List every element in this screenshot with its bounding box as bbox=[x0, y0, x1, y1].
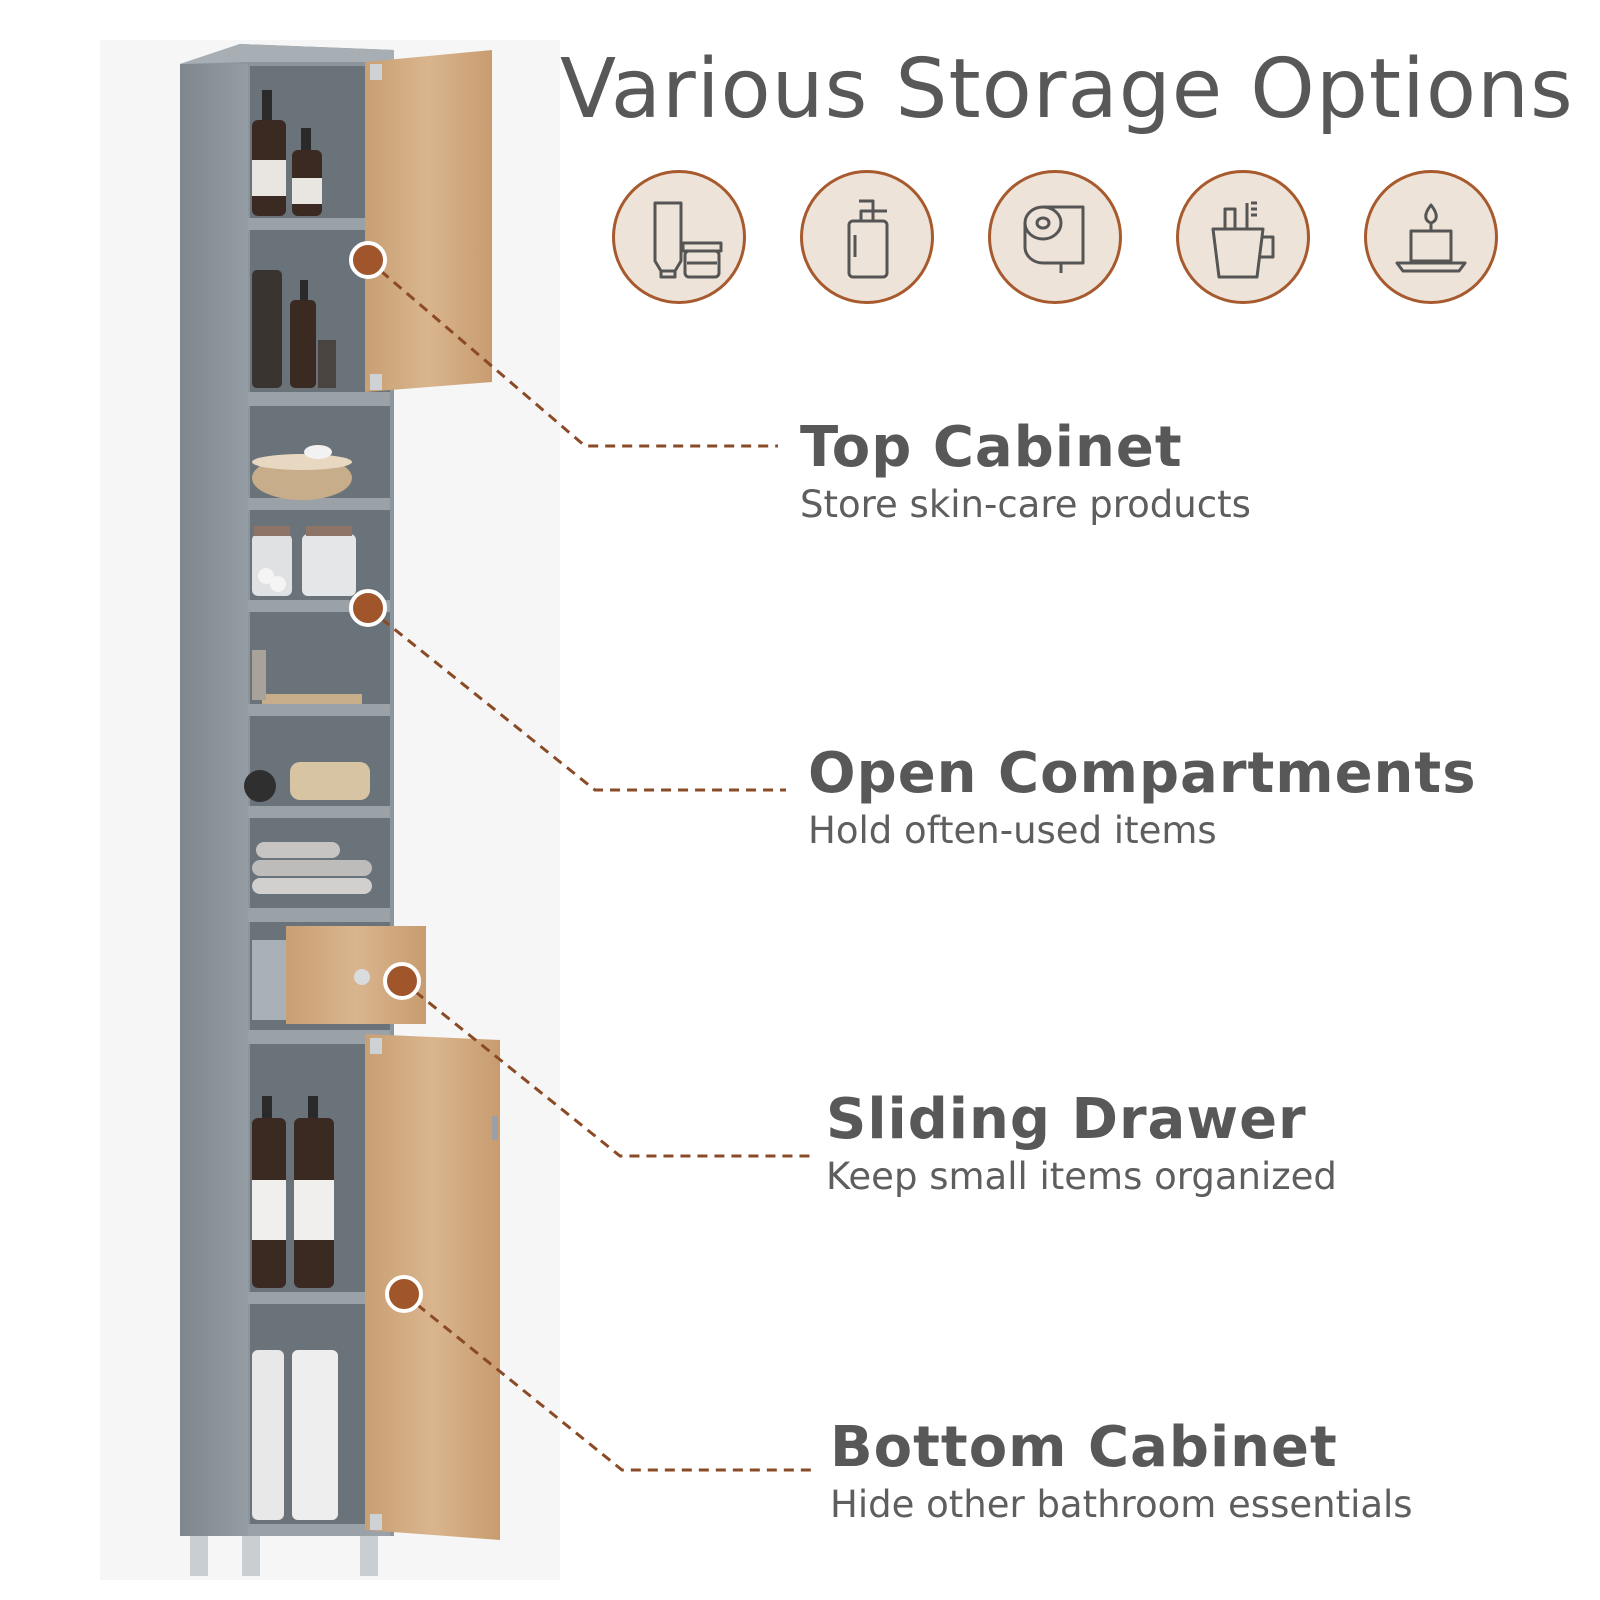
feature-open-compartments: Open Compartments Hold often-used items bbox=[808, 742, 1477, 854]
candle-icon bbox=[1364, 170, 1498, 304]
callout-dots bbox=[349, 241, 423, 1313]
feature-description: Keep small items organized bbox=[826, 1155, 1337, 1198]
feature-title: Sliding Drawer bbox=[826, 1087, 1307, 1152]
callout-leaders bbox=[367, 258, 816, 1472]
feature-title: Bottom Cabinet bbox=[830, 1415, 1338, 1480]
skincare-tube-jar-icon bbox=[612, 170, 746, 304]
feature-description: Store skin-care products bbox=[800, 483, 1251, 526]
feature-top-cabinet: Top Cabinet Store skin-care products bbox=[800, 416, 1251, 528]
feature-title: Top Cabinet bbox=[800, 415, 1183, 480]
feature-bottom-cabinet: Bottom Cabinet Hide other bathroom essen… bbox=[830, 1416, 1413, 1528]
feature-title: Open Compartments bbox=[808, 741, 1477, 806]
sliding-drawer bbox=[252, 926, 426, 1024]
toothbrush-cup-icon bbox=[1176, 170, 1310, 304]
soap-pump-bottle-icon bbox=[800, 170, 934, 304]
toilet-paper-roll-icon bbox=[988, 170, 1122, 304]
bottom-cabinet-door bbox=[365, 1034, 500, 1540]
feature-description: Hold often-used items bbox=[808, 809, 1217, 852]
feature-description: Hide other bathroom essentials bbox=[830, 1483, 1413, 1526]
headline: Various Storage Options bbox=[560, 42, 1574, 137]
shelf-items bbox=[244, 90, 372, 1520]
top-cabinet-door bbox=[365, 50, 492, 392]
feature-sliding-drawer: Sliding Drawer Keep small items organize… bbox=[826, 1088, 1337, 1200]
